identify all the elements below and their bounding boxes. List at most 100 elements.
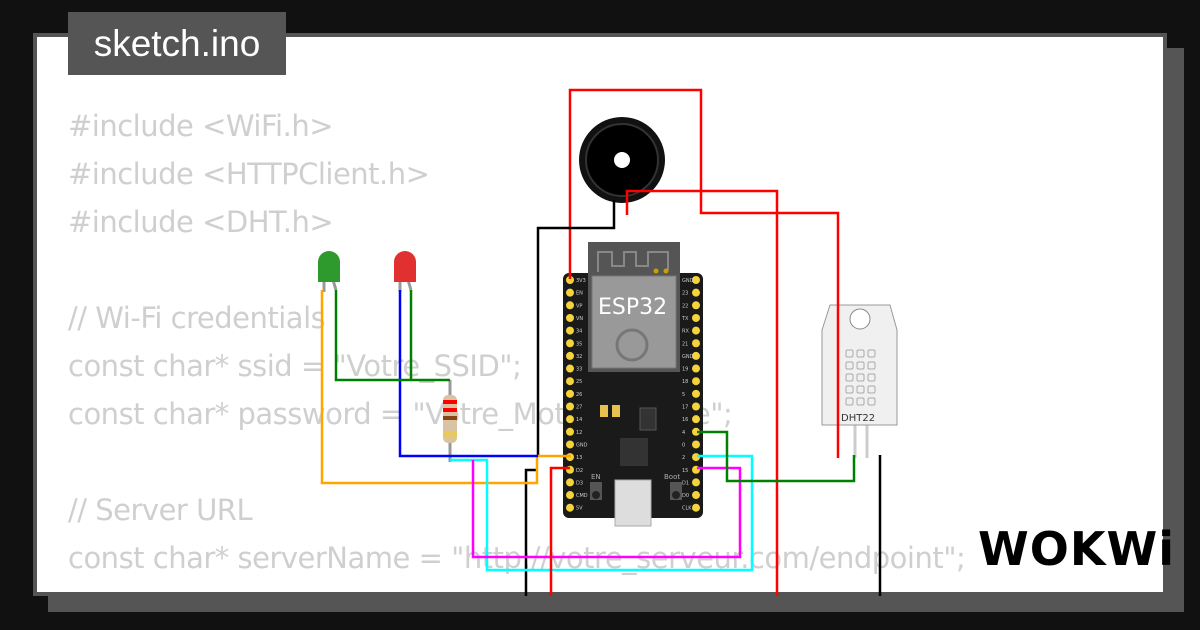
resistor[interactable]: [443, 380, 457, 462]
esp32-pin-right-23[interactable]: [692, 288, 700, 297]
esp32-pin-right-21[interactable]: [692, 339, 700, 348]
wire-red-buzzer: [625, 189, 779, 596]
esp32-pin-left-en[interactable]: [566, 288, 574, 297]
wire-black-gnd: [524, 468, 538, 596]
esp32-pin-label: 32: [576, 354, 582, 360]
wire-cyan: [450, 454, 754, 572]
esp32-pin-label: 16: [682, 417, 688, 423]
dht-vent: [845, 349, 854, 358]
esp32-pin-left-32[interactable]: [566, 351, 574, 360]
esp32-pin-left-5v[interactable]: [566, 503, 574, 512]
esp32-pin-right-16[interactable]: [692, 415, 700, 424]
esp32-pin-left-vn[interactable]: [566, 313, 574, 322]
wire-black-buzzer: [536, 200, 616, 455]
esp32-pin-label: GND: [682, 278, 694, 284]
esp32-pin-label: 19: [682, 367, 688, 373]
wire-magenta: [471, 460, 742, 559]
wires: [320, 88, 882, 596]
esp32-pin-right-d1[interactable]: [692, 478, 700, 487]
esp32-pin-right-d0[interactable]: [692, 491, 700, 500]
dht22-label: DHT22: [841, 413, 875, 424]
buzzer[interactable]: [579, 117, 665, 203]
esp32-pin-label: 3V3: [576, 278, 586, 284]
esp32-pin-right-17[interactable]: [692, 402, 700, 411]
esp32-pin-left-26[interactable]: [566, 389, 574, 398]
wire-blue: [398, 290, 538, 458]
dht-vent: [867, 397, 876, 406]
esp32-pin-right-0[interactable]: [692, 440, 700, 449]
esp32-pin-label: 33: [576, 367, 582, 373]
code-line: // Server URL: [68, 493, 253, 527]
esp32-pin-left-27[interactable]: [566, 402, 574, 411]
esp32-pin-label: TX: [681, 316, 689, 322]
esp32-pin-left-gnd[interactable]: [566, 440, 574, 449]
dht-vent: [856, 397, 865, 406]
esp32-pin-left-3v3[interactable]: [566, 276, 574, 284]
esp32-pin-right-18[interactable]: [692, 377, 700, 386]
esp32-pin-left-34[interactable]: [566, 326, 574, 335]
esp32-pin-label: VP: [576, 303, 582, 309]
esp32-pin-label: 35: [576, 341, 582, 347]
esp32-pin-right-19[interactable]: [692, 364, 700, 373]
code-line: #include <HTTPClient.h>: [68, 157, 430, 191]
esp32-pin-label: 21: [682, 341, 688, 347]
esp32-pin-right-clk[interactable]: [692, 503, 700, 512]
esp32-pin-label: D0: [682, 493, 689, 499]
dht-vent: [856, 385, 865, 394]
dht-vent: [867, 361, 876, 370]
esp32-pin-right-gnd[interactable]: [692, 276, 700, 284]
file-tab-title[interactable]: sketch.ino: [68, 12, 286, 75]
esp32-pin-label: EN: [576, 291, 583, 297]
code-line: // Wi-Fi credentials: [68, 301, 326, 335]
esp32-pin-left-35[interactable]: [566, 339, 574, 348]
dht22-sensor[interactable]: DHT22: [821, 304, 898, 458]
led-green[interactable]: [318, 251, 340, 292]
esp32-pin-label: 13: [576, 455, 582, 461]
esp32-pin-label: GND: [682, 354, 694, 360]
esp32-pin-label: 14: [576, 417, 582, 423]
esp32-pin-label: 22: [682, 303, 688, 309]
esp32-pin-left-cmd[interactable]: [566, 491, 574, 500]
esp32-pin-label: 18: [682, 379, 688, 385]
esp32-pin-right-rx[interactable]: [692, 326, 700, 335]
esp32-pin-label: 27: [576, 405, 582, 411]
esp32-pin-label: D3: [576, 480, 583, 486]
dht-vent: [856, 373, 865, 382]
esp32-pin-label: 0: [682, 442, 685, 448]
esp32-pin-right-tx[interactable]: [692, 313, 700, 322]
wire-green-dht: [697, 430, 856, 483]
esp32-pin-left-25[interactable]: [566, 377, 574, 386]
esp32-pin-label: 34: [576, 329, 582, 335]
esp32-pin-label: 4: [682, 430, 685, 436]
esp32-pin-left-d3[interactable]: [566, 478, 574, 487]
esp32-pin-label: 25: [576, 379, 582, 385]
dht-vent: [845, 361, 854, 370]
esp32-pin-right-22[interactable]: [692, 301, 700, 310]
esp32-pin-left-12[interactable]: [566, 427, 574, 436]
esp32-pin-right-gnd[interactable]: [692, 351, 700, 360]
wire-orange: [320, 290, 571, 485]
esp32-board[interactable]: ESP32 EN Boot 3V3ENVPVN34353233252627141…: [563, 242, 703, 527]
code-line: #include <DHT.h>: [68, 205, 334, 239]
esp32-label: ESP32: [598, 295, 667, 320]
esp32-pin-left-33[interactable]: [566, 364, 574, 373]
dht-vent: [856, 349, 865, 358]
esp32-pin-label: GND: [576, 442, 588, 448]
led-red[interactable]: [394, 251, 416, 292]
esp32-pin-label: 26: [576, 392, 582, 398]
esp32-pin-right-5[interactable]: [692, 389, 700, 398]
esp32-pin-label: 2: [682, 455, 685, 461]
esp32-pin-left-vp[interactable]: [566, 301, 574, 310]
dht-vent: [845, 397, 854, 406]
esp32-pin-label: VN: [576, 316, 583, 322]
dht-vent: [867, 349, 876, 358]
esp32-pin-label: 15: [682, 468, 688, 474]
esp32-pin-label: D2: [576, 468, 583, 474]
esp32-pin-right-4[interactable]: [692, 427, 700, 436]
dht-vent: [856, 361, 865, 370]
dht-vent: [845, 373, 854, 382]
esp32-pin-label: RX: [682, 329, 689, 335]
esp32-pin-label: 12: [576, 430, 582, 436]
esp32-pin-left-14[interactable]: [566, 415, 574, 424]
